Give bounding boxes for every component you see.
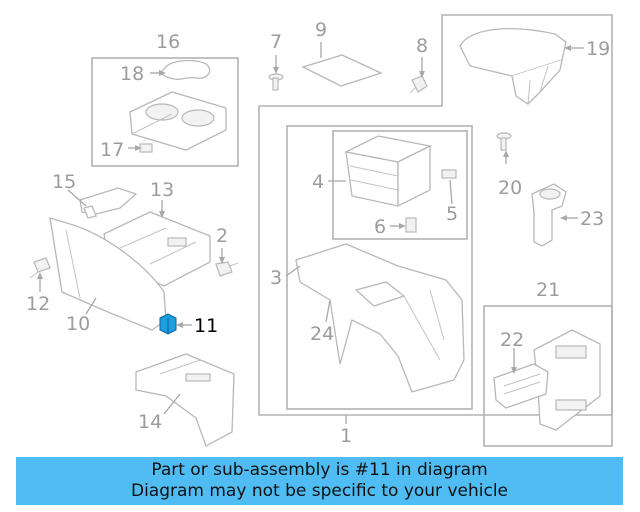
label-19: 19 — [586, 38, 610, 60]
info-banner: Part or sub-assembly is #11 in diagram D… — [16, 457, 623, 505]
label-17: 17 — [100, 139, 124, 161]
label-16: 16 — [156, 31, 180, 53]
part-8-clip — [409, 75, 428, 94]
part-20-screw — [496, 132, 512, 151]
part-10-side-panel — [49, 217, 167, 331]
label-2: 2 — [216, 225, 228, 247]
group-box-16 — [91, 57, 239, 167]
label-14: 14 — [138, 411, 162, 433]
part-2-screw — [215, 261, 239, 277]
label-13: 13 — [150, 179, 174, 201]
label-24: 24 — [310, 323, 334, 345]
part-24-console-body — [295, 243, 465, 393]
label-12: 12 — [26, 293, 50, 315]
banner-line-1: Part or sub-assembly is #11 in diagram — [151, 460, 488, 480]
part-12-bolt — [29, 257, 51, 279]
part-7-screw — [268, 73, 284, 91]
part-6-clip — [405, 217, 417, 233]
part-11-clip — [159, 313, 177, 335]
label-18: 18 — [120, 63, 144, 85]
part-15-bracket — [79, 187, 138, 219]
label-23: 23 — [580, 208, 604, 230]
label-9: 9 — [315, 19, 327, 41]
part-22-vent — [493, 363, 549, 409]
part-19-armrest-lid — [459, 27, 567, 105]
label-5: 5 — [446, 203, 458, 225]
group-box-4 — [332, 130, 468, 240]
part-5-clip — [441, 169, 457, 179]
label-4: 4 — [312, 171, 324, 193]
group-box-3 — [286, 125, 473, 410]
label-20: 20 — [498, 177, 522, 199]
group-box-1 — [258, 14, 613, 416]
group-box-21 — [483, 305, 613, 447]
label-10: 10 — [66, 313, 90, 335]
part-18-mat — [161, 59, 211, 81]
part-9-pad — [301, 54, 383, 87]
label-6: 6 — [374, 216, 386, 238]
label-8: 8 — [416, 35, 428, 57]
leader-lines — [37, 42, 584, 424]
banner-line-2: Diagram may not be specific to your vehi… — [130, 481, 508, 501]
label-22: 22 — [500, 329, 524, 351]
part-16-cupholder — [129, 91, 227, 151]
label-15: 15 — [52, 171, 76, 193]
label-21: 21 — [536, 279, 560, 301]
label-7: 7 — [270, 31, 282, 53]
label-11: 11 — [194, 315, 218, 337]
label-3: 3 — [270, 267, 282, 289]
part-4-storage-bin — [343, 135, 433, 208]
label-1: 1 — [340, 425, 352, 447]
part-23-duct — [531, 183, 567, 247]
parts-diagram: 16 18 17 7 9 8 19 20 23 15 13 2 12 10 11… — [26, 14, 613, 447]
part-14-lower-trim — [135, 353, 235, 447]
